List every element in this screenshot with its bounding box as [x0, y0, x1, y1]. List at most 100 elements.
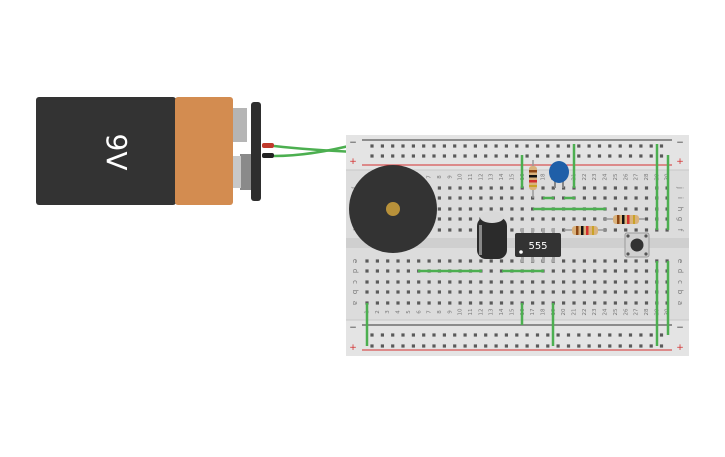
breadboard-hole[interactable] — [634, 228, 638, 232]
breadboard-hole[interactable] — [375, 259, 379, 263]
breadboard-hole[interactable] — [468, 259, 473, 263]
breadboard-hole[interactable] — [572, 259, 576, 263]
breadboard-hole[interactable] — [577, 344, 581, 348]
battery-snap-connector[interactable] — [251, 102, 261, 201]
breadboard-hole[interactable] — [608, 333, 612, 337]
breadboard-hole[interactable] — [603, 280, 607, 284]
breadboard-hole[interactable] — [401, 154, 405, 158]
breadboard-hole[interactable] — [396, 259, 400, 263]
breadboard-hole[interactable] — [659, 154, 664, 158]
breadboard-hole[interactable] — [437, 228, 441, 232]
breadboard-hole[interactable] — [541, 280, 545, 284]
breadboard-hole[interactable] — [406, 301, 410, 305]
breadboard-hole[interactable] — [644, 228, 649, 232]
breadboard-hole[interactable] — [520, 207, 524, 211]
breadboard-hole[interactable] — [504, 344, 508, 348]
breadboard-hole[interactable] — [624, 259, 628, 263]
breadboard-hole[interactable] — [437, 290, 441, 294]
push-button[interactable] — [624, 232, 650, 258]
breadboard-hole[interactable] — [525, 333, 529, 337]
breadboard-hole[interactable] — [510, 217, 514, 221]
breadboard-hole[interactable] — [628, 154, 633, 158]
breadboard-hole[interactable] — [520, 196, 524, 200]
breadboard-hole[interactable] — [489, 196, 493, 200]
breadboard-hole[interactable] — [624, 207, 628, 211]
breadboard-hole[interactable] — [572, 217, 576, 221]
breadboard-hole[interactable] — [644, 280, 649, 284]
breadboard-hole[interactable] — [499, 186, 504, 190]
breadboard-hole[interactable] — [603, 259, 607, 263]
breadboard-hole[interactable] — [515, 154, 519, 158]
breadboard-hole[interactable] — [541, 301, 545, 305]
resistor-horizontal-2[interactable] — [564, 226, 606, 235]
breadboard-hole[interactable] — [504, 154, 508, 158]
breadboard-hole[interactable] — [644, 186, 649, 190]
breadboard-hole[interactable] — [556, 344, 560, 348]
breadboard-hole[interactable] — [531, 290, 535, 294]
breadboard-hole[interactable] — [551, 280, 555, 284]
breadboard-hole[interactable] — [386, 269, 390, 273]
breadboard-hole[interactable] — [562, 196, 566, 200]
breadboard-hole[interactable] — [365, 259, 369, 263]
breadboard-hole[interactable] — [375, 301, 379, 305]
breadboard-hole[interactable] — [618, 344, 622, 348]
breadboard-hole[interactable] — [375, 269, 379, 273]
breadboard-hole[interactable] — [489, 207, 493, 211]
breadboard-hole[interactable] — [494, 154, 498, 158]
breadboard-hole[interactable] — [546, 333, 550, 337]
breadboard-hole[interactable] — [427, 259, 431, 263]
breadboard-hole[interactable] — [603, 290, 607, 294]
breadboard-hole[interactable] — [437, 259, 441, 263]
breadboard-hole[interactable] — [541, 186, 545, 190]
breadboard-hole[interactable] — [572, 301, 576, 305]
breadboard-hole[interactable] — [634, 280, 638, 284]
breadboard-hole[interactable] — [562, 269, 566, 273]
breadboard-hole[interactable] — [593, 280, 597, 284]
breadboard-hole[interactable] — [587, 344, 591, 348]
breadboard-hole[interactable] — [644, 301, 649, 305]
breadboard-hole[interactable] — [479, 196, 483, 200]
breadboard-hole[interactable] — [531, 207, 535, 211]
breadboard-hole[interactable] — [458, 207, 462, 211]
breadboard-hole[interactable] — [484, 344, 488, 348]
breadboard-hole[interactable] — [499, 259, 504, 263]
breadboard-hole[interactable] — [468, 186, 473, 190]
breadboard-hole[interactable] — [458, 259, 462, 263]
breadboard-hole[interactable] — [494, 144, 498, 148]
breadboard-hole[interactable] — [437, 186, 441, 190]
breadboard-hole[interactable] — [624, 280, 628, 284]
breadboard-hole[interactable] — [375, 280, 379, 284]
breadboard-hole[interactable] — [644, 269, 649, 273]
breadboard-hole[interactable] — [448, 290, 452, 294]
breadboard-hole[interactable] — [566, 344, 571, 348]
breadboard-hole[interactable] — [525, 154, 529, 158]
breadboard-hole[interactable] — [463, 144, 467, 148]
ceramic-capacitor[interactable] — [549, 161, 569, 188]
breadboard-hole[interactable] — [608, 144, 612, 148]
breadboard-hole[interactable] — [634, 290, 638, 294]
breadboard-hole[interactable] — [473, 344, 477, 348]
breadboard-hole[interactable] — [587, 333, 591, 337]
breadboard-hole[interactable] — [520, 217, 524, 221]
breadboard-hole[interactable] — [649, 344, 653, 348]
breadboard-hole[interactable] — [562, 290, 566, 294]
breadboard-hole[interactable] — [613, 186, 617, 190]
breadboard-hole[interactable] — [468, 280, 473, 284]
breadboard-hole[interactable] — [603, 196, 607, 200]
breadboard-hole[interactable] — [437, 207, 441, 211]
breadboard-hole[interactable] — [587, 154, 591, 158]
breadboard-hole[interactable] — [535, 333, 540, 337]
breadboard-hole[interactable] — [427, 280, 431, 284]
breadboard-hole[interactable] — [417, 280, 421, 284]
breadboard-hole[interactable] — [613, 280, 617, 284]
breadboard-hole[interactable] — [442, 154, 446, 158]
breadboard-hole[interactable] — [582, 186, 586, 190]
breadboard-hole[interactable] — [468, 228, 473, 232]
breadboard-hole[interactable] — [422, 144, 426, 148]
breadboard-hole[interactable] — [639, 333, 643, 337]
breadboard-hole[interactable] — [458, 228, 462, 232]
breadboard-hole[interactable] — [391, 344, 395, 348]
breadboard-hole[interactable] — [370, 144, 374, 148]
breadboard-hole[interactable] — [504, 144, 508, 148]
